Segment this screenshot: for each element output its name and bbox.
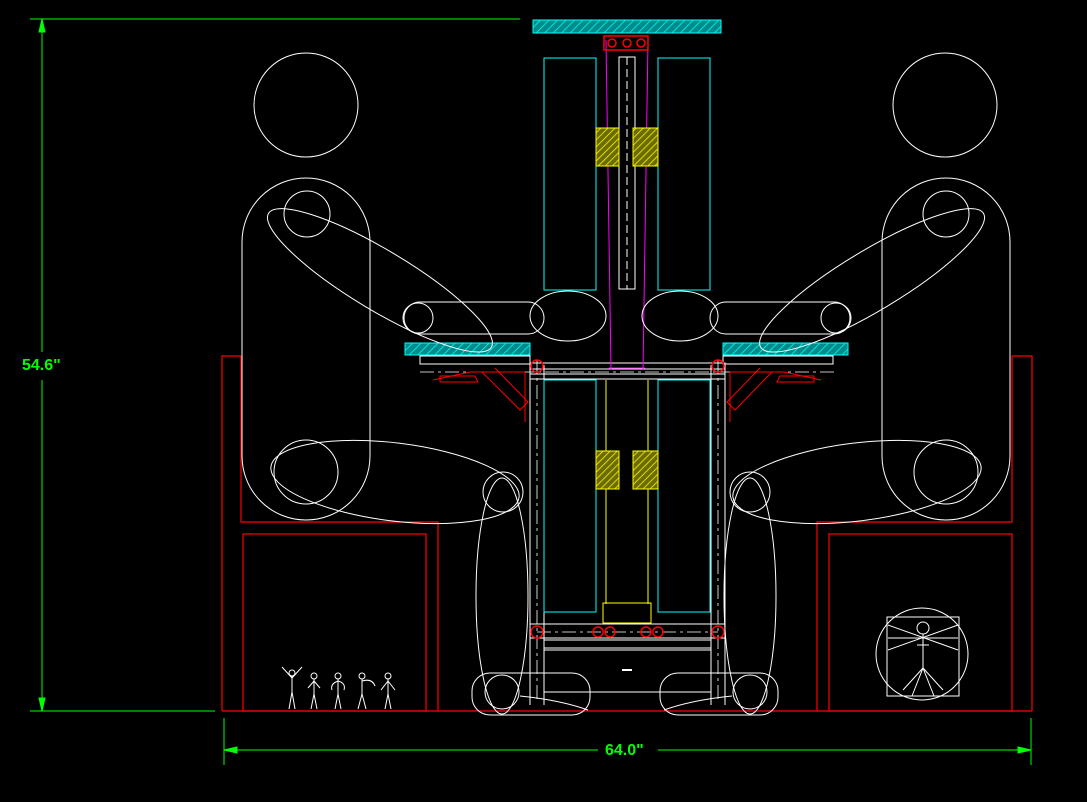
worktops	[404, 19, 849, 356]
display-panels	[543, 57, 711, 613]
right-seat-frame	[816, 355, 1033, 712]
right-seated-figure	[641, 52, 1011, 716]
centerlines	[420, 360, 835, 700]
bearing-markers	[530, 35, 725, 639]
cables	[605, 39, 649, 604]
ymca-figures-icon	[281, 666, 396, 710]
width-dimension	[223, 718, 1032, 765]
vitruvian-man-icon	[875, 607, 969, 701]
counterweight-blocks	[595, 127, 659, 624]
hinge-brackets	[419, 355, 834, 422]
left-seated-figure	[241, 52, 607, 716]
central-column-frame	[529, 56, 726, 705]
height-dimension	[30, 18, 520, 712]
left-seat-frame	[221, 355, 439, 712]
width-dimension-label: 64.0"	[603, 742, 646, 760]
height-dimension-label: 54.6"	[20, 357, 63, 375]
